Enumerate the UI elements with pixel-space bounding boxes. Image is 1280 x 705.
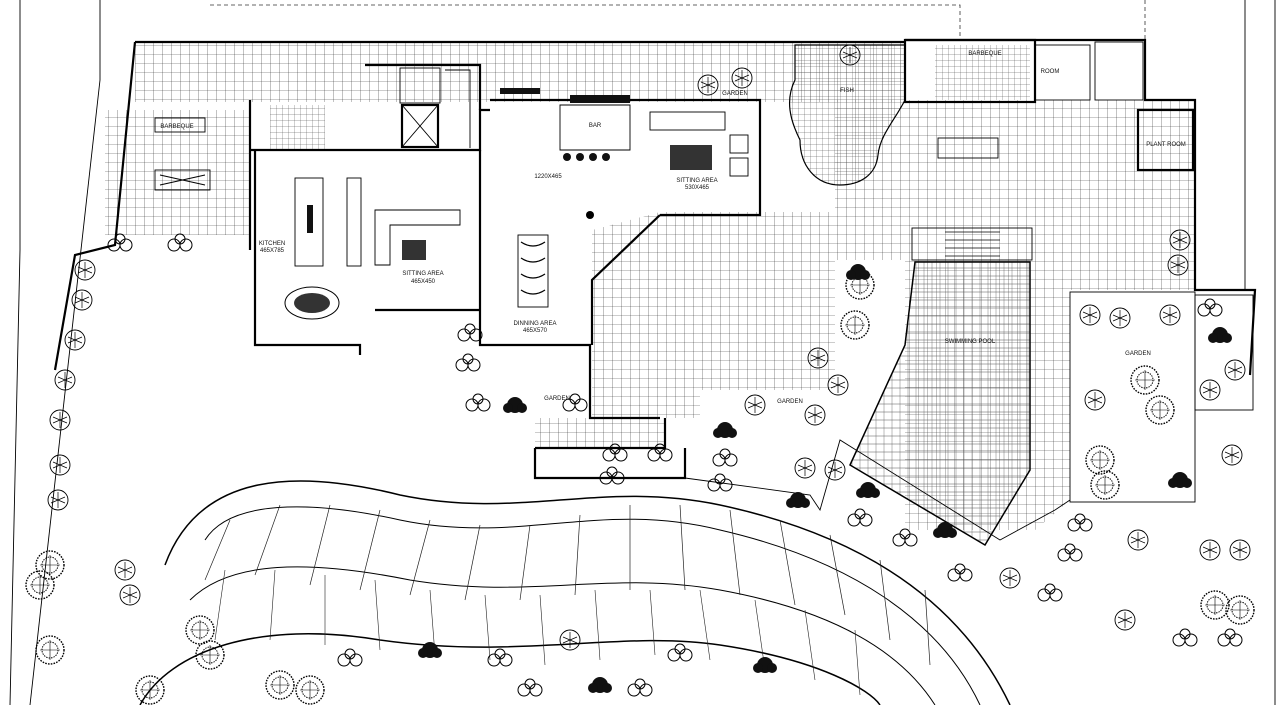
- lower-garden-boundary: [535, 439, 1071, 541]
- left-dining: [154, 117, 211, 191]
- label-fish: FISH: [840, 88, 854, 94]
- label-sitting-area-2: SITTING AREA: [676, 178, 717, 184]
- label-barbeque-left: BARBEQUE: [160, 124, 193, 130]
- label-bar: BAR: [589, 123, 602, 129]
- dining-table: [517, 234, 549, 308]
- lower-walk-tiles: [535, 418, 665, 448]
- label-kitchen-dim: 465X785: [260, 248, 285, 254]
- sitting-area-1-furniture: [374, 209, 461, 266]
- room-labels: BARBEQUE KITCHEN 465X785 SITTING AREA 46…: [160, 51, 1185, 405]
- bar-counter: [500, 88, 631, 219]
- right-garden-strip: [1194, 294, 1254, 411]
- driveway: [139, 480, 1011, 705]
- plant-room: [1136, 108, 1195, 172]
- kitchen-furniture: [284, 177, 362, 320]
- stair-core: [399, 67, 471, 149]
- label-garden-center: GARDEN: [777, 399, 803, 405]
- label-barbeque-right: BARBEQUE: [968, 51, 1001, 57]
- label-garden-top: GARDEN: [722, 91, 748, 97]
- label-sitting-area-1: SITTING AREA: [402, 271, 443, 277]
- swimming-pool: [849, 227, 1033, 547]
- label-dinning-area-dim: 465X570: [523, 328, 548, 334]
- label-sitting-area-2-dim: 530X465: [685, 185, 710, 191]
- label-garden-lower: GARDEN: [544, 396, 570, 402]
- center-terrace-tiles: [592, 212, 835, 418]
- label-swimming-pool: SWIMMING POOL: [945, 339, 996, 345]
- label-garden-right: GARDEN: [1125, 351, 1151, 357]
- bbq-right-tiles: [935, 45, 1030, 100]
- label-sitting-area-1-dim: 465X450: [411, 279, 436, 285]
- label-dinning-area: DINNING AREA: [513, 321, 556, 327]
- label-kitchen: KITCHEN: [259, 241, 285, 247]
- site-boundary: [9, 0, 1276, 705]
- right-barbeque-block: [903, 38, 1144, 159]
- toilet-tiles: [270, 105, 325, 150]
- left-terrace-tiles: [105, 110, 250, 235]
- label-room: ROOM: [1041, 69, 1060, 75]
- label-hall-dim: 1220X465: [534, 174, 562, 180]
- fish-pond: [789, 44, 906, 186]
- sitting-area-2-furniture: [649, 111, 749, 177]
- label-plant-room: PLANT ROOM: [1146, 142, 1186, 148]
